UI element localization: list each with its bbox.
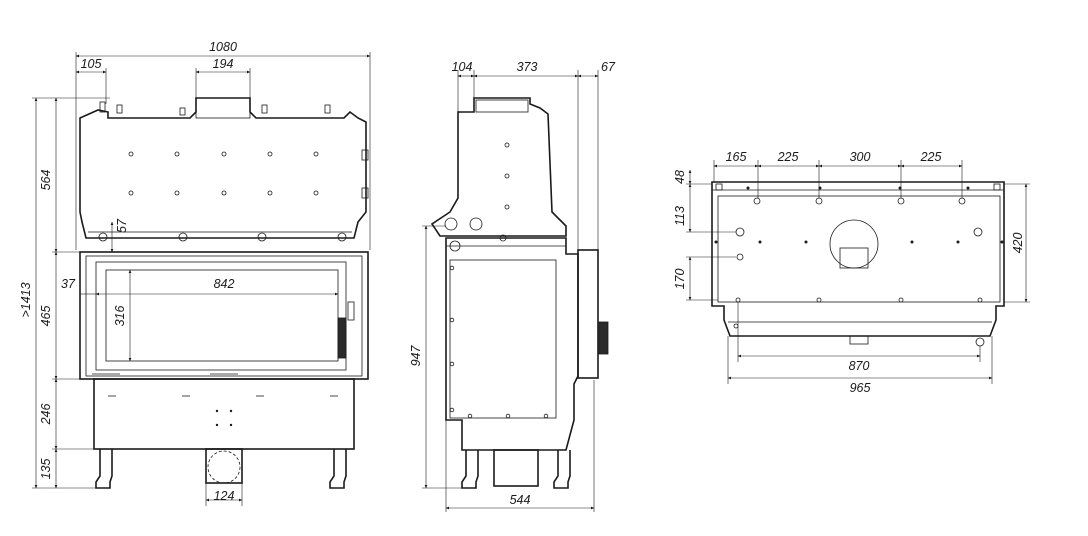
- hood-tab: [261, 104, 268, 114]
- dim-height-total: >1413: [19, 282, 33, 317]
- dim-air-inlet: 124: [214, 489, 235, 503]
- dim-offset-left: 105: [81, 57, 102, 71]
- dim-h-legs: 135: [39, 459, 53, 480]
- hood-tab: [324, 104, 331, 114]
- top-flue-damper: [839, 247, 869, 269]
- dim-top-depth: 420: [1011, 233, 1025, 254]
- top-inner-frame: [717, 195, 1001, 303]
- side-view: 104 373 67 947 544: [409, 60, 616, 512]
- hood-clamps: [88, 231, 352, 242]
- door-handle: [337, 317, 347, 359]
- side-hood-outline: [430, 97, 567, 237]
- side-air-duct: [493, 449, 539, 487]
- dim-top-v2: 113: [673, 206, 687, 226]
- dim-flue-width: 194: [213, 57, 234, 71]
- top-view: 165 225 300 225 48 113 170 420 870 965: [673, 150, 1030, 395]
- top-outline: [711, 181, 1005, 337]
- dim-top-inner-width: 870: [849, 359, 870, 373]
- hood-side-tab: [361, 149, 369, 161]
- side-air-pipe: [444, 217, 458, 231]
- front-dimension-lines: [32, 52, 371, 506]
- side-panel-bolts: [449, 265, 549, 419]
- door-glass-border: [95, 261, 347, 371]
- door-inner-frame: [85, 255, 363, 377]
- front-leg-left: [95, 449, 113, 489]
- air-inlet-duct: [205, 448, 243, 484]
- side-door-profile: [577, 249, 599, 379]
- top-bottom-tab: [849, 335, 869, 345]
- dim-glass-offset: 37: [61, 277, 76, 291]
- side-body-outline: [445, 237, 579, 451]
- dim-top-spacing-3: 300: [850, 150, 871, 164]
- dim-top-v1: 48: [673, 170, 687, 184]
- dim-width-total: 1080: [209, 40, 237, 54]
- dim-depth-total: 544: [510, 493, 531, 507]
- top-bolt-pattern: [714, 186, 1004, 303]
- front-view: 1080 105 194 >1413 564 465 246 135 842 3…: [19, 40, 371, 506]
- dim-h-top: 564: [39, 170, 53, 191]
- dim-side-height: 947: [409, 345, 423, 367]
- dim-top-outer-width: 965: [850, 381, 871, 395]
- air-inlet-circle: [207, 450, 241, 484]
- front-leg-right: [329, 449, 347, 489]
- side-leg-back: [553, 450, 571, 489]
- top-flue-opening: [829, 219, 879, 269]
- side-air-pipe: [469, 217, 483, 231]
- dim-h-lower: 246: [39, 404, 53, 426]
- dim-glass-width: 842: [214, 277, 235, 291]
- hood-bolt-pattern: [128, 151, 319, 196]
- hood-tab: [99, 101, 106, 113]
- side-handle: [597, 321, 609, 355]
- dim-h-glass-frame: 465: [39, 306, 53, 327]
- dim-top-v3: 170: [673, 269, 687, 290]
- dim-depth-back: 67: [601, 60, 616, 74]
- hood-tab: [179, 107, 186, 116]
- dim-top-spacing-2: 225: [777, 150, 799, 164]
- hood-tab: [116, 104, 123, 114]
- door-glass: [105, 269, 339, 362]
- dim-depth-mid: 373: [517, 60, 538, 74]
- side-panel: [449, 259, 557, 419]
- dim-top-spacing-4: 225: [920, 150, 942, 164]
- door-latch: [347, 301, 355, 321]
- side-bolts: [504, 142, 510, 210]
- front-lower-body: [93, 378, 355, 450]
- dim-glass-height: 316: [113, 306, 127, 327]
- dim-top-spacing-1: 165: [726, 150, 747, 164]
- front-hood-outline: [79, 97, 367, 239]
- hood-side-tab: [361, 187, 369, 199]
- dim-top-offset: 57: [115, 218, 129, 233]
- side-leg-front: [461, 450, 479, 489]
- lower-body-marks: [108, 395, 338, 427]
- top-dimension-lines: [686, 160, 1030, 384]
- side-flue-collar: [475, 99, 529, 113]
- dim-depth-front: 104: [452, 60, 473, 74]
- flue-collar: [195, 97, 251, 119]
- side-dimension-lines: [422, 70, 599, 512]
